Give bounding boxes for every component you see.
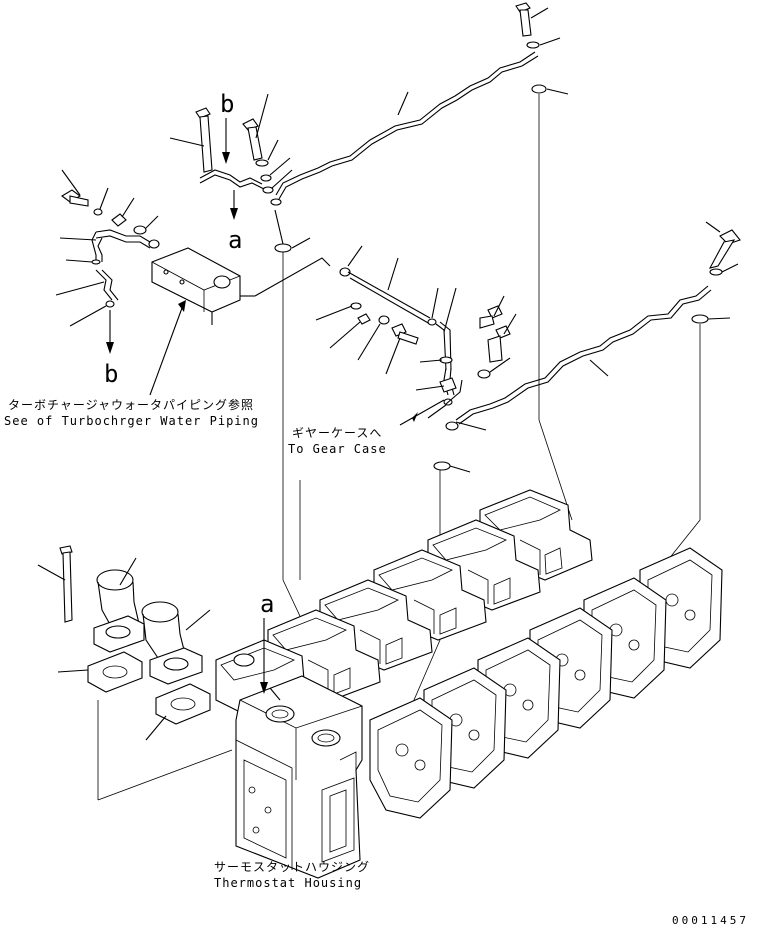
ref-letter-b-bottom: b <box>104 360 119 388</box>
turbo-reference-label-ja: ターボチャージャウォータパイピング参照 <box>8 398 255 412</box>
gear-case-label-en: To Gear Case <box>288 442 387 456</box>
arrow-b-top <box>222 118 238 220</box>
lower-right-pipe <box>433 221 741 473</box>
bolt-column-left <box>169 107 265 190</box>
top-bolt <box>515 2 569 95</box>
elbow-pipe-1 <box>93 557 145 653</box>
thermostat-housing-label-ja: サーモスタットハウジング <box>214 860 371 874</box>
water-manifold-block <box>149 247 331 396</box>
thermostat-housing-label-en: Thermostat Housing <box>214 876 363 890</box>
small-bolts-middle <box>315 295 517 379</box>
ref-letter-a-housing: a <box>260 590 275 618</box>
turbo-reference-label-en: See of Turbochrger Water Piping <box>4 414 259 428</box>
cylinder-head-row <box>369 547 723 819</box>
small-pipe-left <box>55 169 160 354</box>
bolt-upper-center <box>242 93 293 194</box>
ref-letter-b-top: b <box>220 90 235 118</box>
thermostat-housing <box>235 618 363 879</box>
upper-water-pipe <box>270 51 539 253</box>
gear-case-label-ja: ギヤーケースへ <box>292 426 383 440</box>
ref-letter-a-top: a <box>228 226 243 254</box>
middle-tube <box>339 245 463 426</box>
gasket-1 <box>57 651 143 693</box>
drawing-code: 00011457 <box>672 914 749 927</box>
cylinder-head-6 <box>369 697 453 819</box>
gasket-2 <box>145 683 211 741</box>
elbow-bolt <box>37 545 73 623</box>
elbow-pipe-2 <box>141 601 211 685</box>
